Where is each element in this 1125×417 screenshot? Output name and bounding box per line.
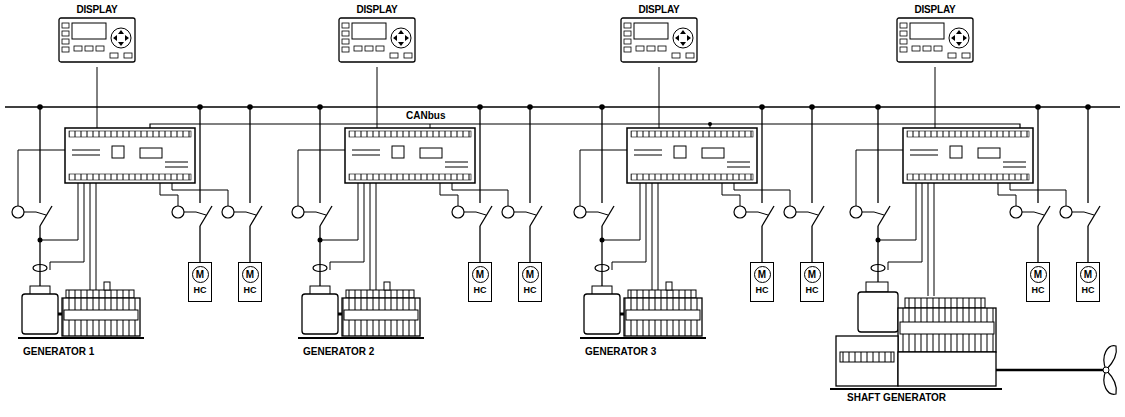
motor-box: M HC (750, 262, 774, 302)
display-unit (58, 16, 136, 64)
display-unit (338, 16, 416, 64)
motor-type: HC (524, 285, 537, 296)
motor-symbol: M (192, 266, 209, 283)
motor-type: HC (474, 285, 487, 296)
motor-symbol: M (754, 266, 771, 283)
generator-label: SHAFT GENERATOR (846, 392, 947, 404)
motor-symbol: M (804, 266, 821, 283)
generator-label: GENERATOR 2 (302, 346, 375, 358)
motor-symbol: M (472, 266, 489, 283)
motor-type: HC (756, 285, 769, 296)
motor-type: HC (244, 285, 257, 296)
display-title: DISPLAY (338, 4, 416, 16)
display-title: DISPLAY (896, 4, 974, 16)
display-node: DISPLAY (338, 4, 416, 64)
generator-label: GENERATOR 1 (22, 346, 95, 358)
motor-symbol: M (522, 266, 539, 283)
display-node: DISPLAY (58, 4, 136, 64)
motor-box: M HC (1026, 262, 1050, 302)
motor-box: M HC (1076, 262, 1100, 302)
motor-symbol: M (242, 266, 259, 283)
display-unit (620, 16, 698, 64)
display-title: DISPLAY (58, 4, 136, 16)
motor-box: M HC (188, 262, 212, 302)
display-node: DISPLAY (896, 4, 974, 64)
motor-box: M HC (468, 262, 492, 302)
bus-label: CANbus (405, 110, 446, 122)
motor-symbol: M (1080, 266, 1097, 283)
display-unit (896, 16, 974, 64)
generator-label: GENERATOR 3 (584, 346, 657, 358)
motor-type: HC (194, 285, 207, 296)
motor-box: M HC (238, 262, 262, 302)
motor-type: HC (1032, 285, 1045, 296)
display-node: DISPLAY (620, 4, 698, 64)
motor-box: M HC (518, 262, 542, 302)
display-title: DISPLAY (620, 4, 698, 16)
motor-type: HC (806, 285, 819, 296)
motor-box: M HC (800, 262, 824, 302)
motor-symbol: M (1030, 266, 1047, 283)
motor-type: HC (1082, 285, 1095, 296)
